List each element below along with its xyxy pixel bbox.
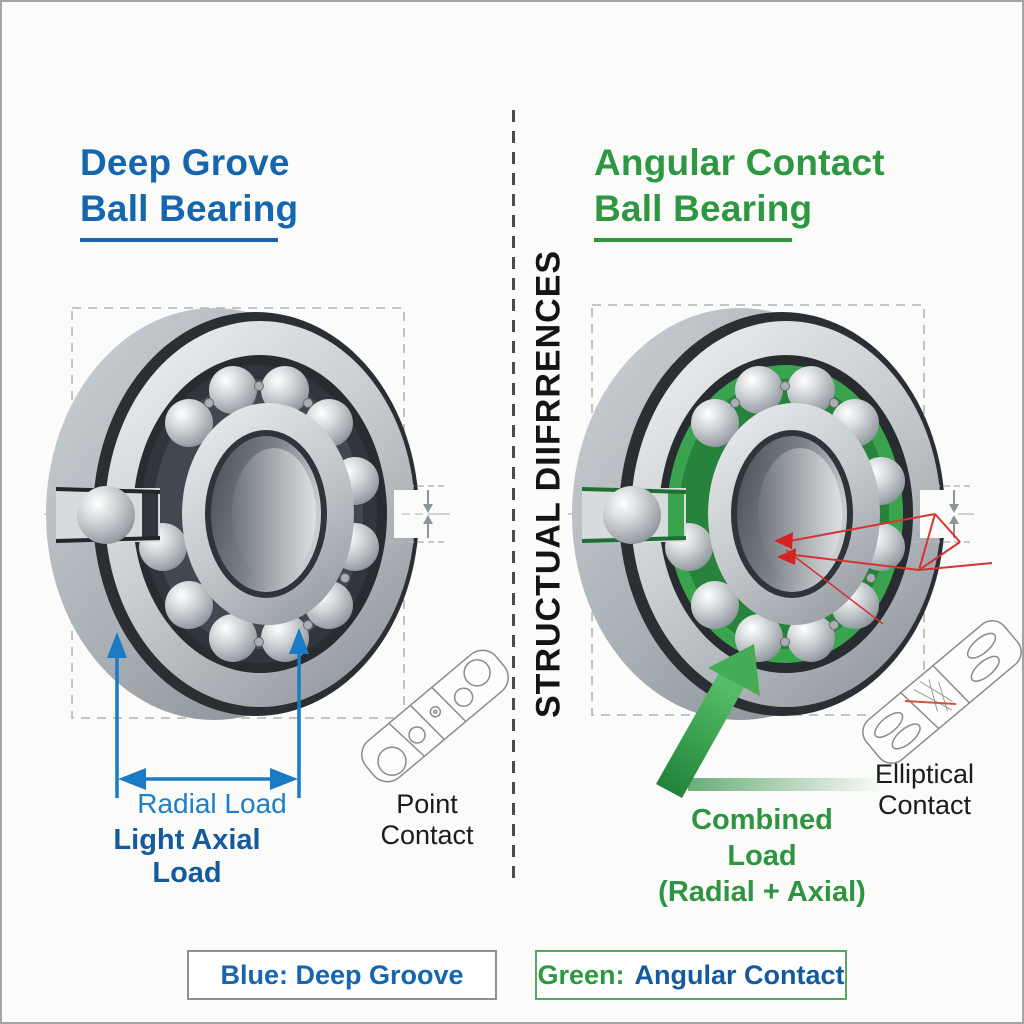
light-axial-load-label: Light Axial Load [113, 824, 261, 889]
right-title-line1: Angular Contact [594, 142, 885, 183]
right-panel-title: Angular Contact Ball Bearing [594, 140, 885, 232]
point-contact-diagram [361, 649, 509, 783]
angular-contact-bearing-illustration [568, 304, 993, 798]
deep-groove-bearing-illustration [44, 306, 450, 798]
elliptical-contact-label: Elliptical Contact [874, 759, 975, 820]
legend-angular-contact: Green: Angular Contact [535, 950, 847, 1000]
legend-deep-groove: Blue: Deep Groove [187, 950, 497, 1000]
left-panel-title: Deep Grove Ball Bearing [80, 140, 298, 232]
legend-angular-contact-text: Angular Contact [634, 959, 845, 990]
combined-load-arrow [656, 644, 883, 798]
legend-angular-contact-prefix: Green: [537, 959, 625, 990]
combined-load-line1: Combined Load [691, 804, 833, 872]
point-contact-label: Point Contact [380, 789, 474, 850]
contact-angle-annotation [783, 513, 993, 625]
left-title-line1: Deep Grove [80, 142, 290, 183]
left-title-line2: Ball Bearing [80, 188, 299, 229]
structural-differences-divider [512, 110, 515, 882]
radial-load-label: Radial Load [137, 788, 287, 819]
right-title-underline [594, 238, 792, 242]
combined-load-line2: (Radial + Axial) [658, 876, 866, 908]
elliptical-contact-diagram [862, 620, 1022, 764]
right-clearance-dimension [914, 485, 972, 543]
legend-deep-groove-text: Blue: Deep Groove [220, 959, 464, 990]
combined-load-label: Combined Load (Radial + Axial) [657, 802, 867, 910]
right-title-line2: Ball Bearing [594, 188, 813, 229]
radial-load-arrow [107, 628, 309, 798]
left-clearance-dimension [388, 485, 446, 543]
left-title-underline [80, 238, 278, 242]
